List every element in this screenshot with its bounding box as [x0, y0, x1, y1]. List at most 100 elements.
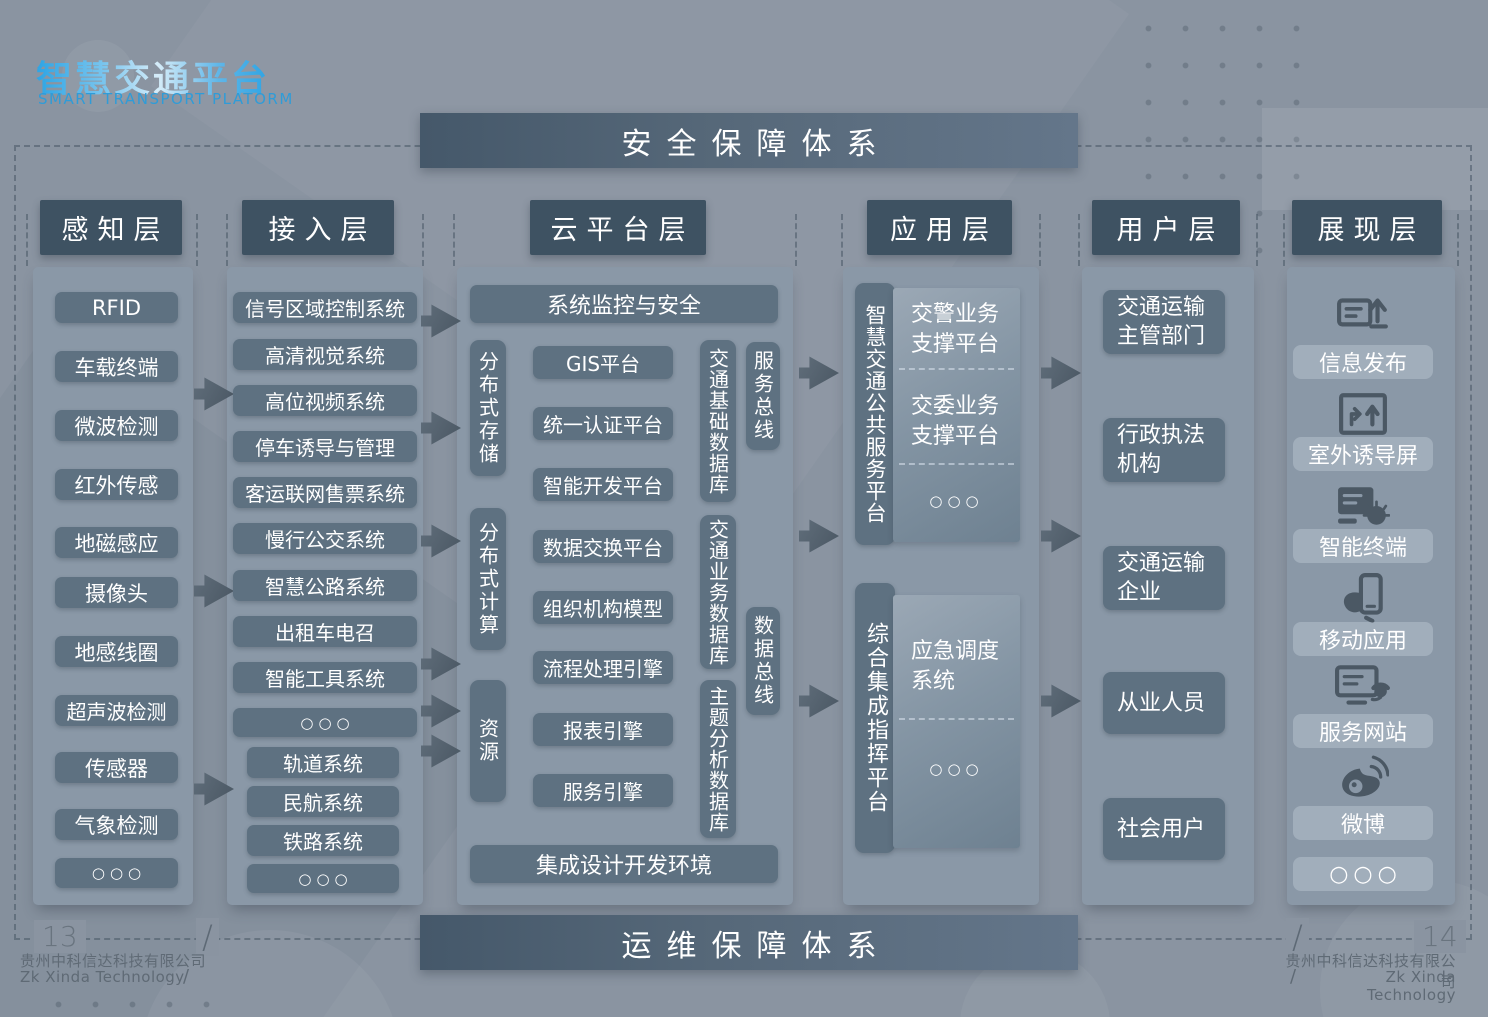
cloud-compute: 分布式计算 [470, 508, 506, 650]
access-item: 慢行公交系统 [233, 523, 417, 554]
access-more: ○○○ [233, 708, 417, 737]
dot-grid-pattern [40, 986, 220, 1016]
application-group1-item: 交委业务 支撑平台 [911, 394, 1000, 449]
cloud-db-base: 交通基础数据库 [700, 340, 736, 502]
perception-item: 地感线圈 [55, 636, 178, 667]
dashed-separator [899, 368, 1014, 370]
cloud-platform-item: 组织机构模型 [533, 591, 673, 624]
user-item: 交通运输 企业 [1103, 546, 1225, 610]
application-group1-more: ○○○ [929, 492, 984, 510]
slash-mark: / [196, 918, 219, 956]
dashed-separator [899, 463, 1014, 465]
publish-icon [1335, 288, 1391, 340]
security-system-bar: 安全保障体系 [420, 113, 1078, 168]
perception-item: 微波检测 [55, 410, 178, 441]
cloud-platform-item: 报表引擎 [533, 713, 673, 746]
cloud-platform-item: 数据交换平台 [533, 530, 673, 563]
cloud-db-biz: 交通业务数据库 [700, 515, 736, 669]
cloud-header: 云平台层 [530, 200, 706, 255]
access-sub-item: 民航系统 [247, 786, 399, 817]
application-group2-box: 应急调度 系统 ○○○ [893, 595, 1020, 848]
cloud-storage: 分布式存储 [470, 340, 506, 476]
company-name-en-left: Zk Xinda Technology [20, 968, 185, 986]
cloud-platform-item: GIS平台 [533, 346, 673, 379]
user-item: 行政执法 机构 [1103, 418, 1225, 482]
access-item: 高清视觉系统 [233, 339, 417, 370]
cloud-db-theme: 主题分析数据库 [700, 680, 736, 838]
guidance-screen-icon [1335, 390, 1391, 438]
slash-mark: / [1290, 966, 1297, 987]
dashed-guide [226, 214, 424, 266]
access-item: 客运联网售票系统 [233, 477, 417, 508]
smart-terminal-icon [1335, 481, 1391, 531]
perception-item: 车载终端 [55, 351, 178, 382]
cloud-ide: 集成设计开发环境 [470, 845, 778, 883]
presentation-panel [1287, 267, 1455, 905]
cloud-service-bus: 服务总线 [746, 342, 780, 450]
perception-item: 红外传感 [55, 469, 178, 500]
cloud-resource: 资源 [470, 680, 506, 802]
access-sub-more: ○○○ [247, 864, 399, 893]
dashed-guide [1078, 214, 1258, 266]
access-item: 智能工具系统 [233, 662, 417, 693]
access-item: 停车诱导与管理 [233, 431, 417, 462]
access-item: 出租车电召 [233, 616, 417, 647]
perception-item: 摄像头 [55, 577, 178, 608]
presentation-label: 服务网站 [1293, 714, 1433, 748]
presentation-label: 信息发布 [1293, 345, 1433, 379]
user-item: 社会用户 [1103, 798, 1225, 860]
cloud-platform-item: 智能开发平台 [533, 468, 673, 501]
dashed-guide [26, 214, 198, 266]
cloud-data-bus: 数据总线 [746, 607, 780, 715]
application-group2-more: ○○○ [929, 760, 984, 778]
access-item: 高位视频系统 [233, 385, 417, 416]
perception-item: 气象检测 [55, 809, 178, 840]
user-item: 从业人员 [1103, 672, 1225, 734]
application-group2-item: 应急调度 系统 [911, 639, 1000, 694]
presentation-header: 展现层 [1292, 200, 1442, 255]
perception-item: 传感器 [55, 752, 178, 783]
cloud-platform-item: 流程处理引擎 [533, 651, 673, 684]
dashed-guide [453, 214, 797, 266]
application-group2-label: 综合集成指挥平台 [855, 583, 895, 853]
slash-mark: / [1286, 918, 1309, 956]
cloud-platform-item: 服务引擎 [533, 774, 673, 807]
presentation-label: 室外诱导屏 [1293, 437, 1433, 471]
slash-mark: / [183, 966, 190, 987]
cloud-platform-item: 统一认证平台 [533, 407, 673, 440]
access-sub-item: 铁路系统 [247, 825, 399, 856]
access-item: 智慧公路系统 [233, 570, 417, 601]
cloud-monitor: 系统监控与安全 [470, 285, 778, 323]
application-header: 应用层 [867, 200, 1012, 255]
decor-circle [62, 40, 134, 112]
application-group1-box: 交警业务 支撑平台 交委业务 支撑平台 ○○○ [893, 288, 1020, 542]
presentation-more: ○○○ [1293, 857, 1433, 891]
perception-header: 感知层 [40, 200, 182, 255]
presentation-label: 移动应用 [1293, 622, 1433, 656]
weibo-icon [1335, 753, 1391, 803]
perception-item: RFID [55, 292, 178, 323]
operations-system-bar: 运维保障体系 [420, 915, 1078, 970]
user-header: 用户层 [1092, 200, 1240, 255]
application-group1-label: 智慧交通公共服务平台 [855, 283, 895, 545]
decor-rect [1262, 108, 1488, 210]
logo-title: 智慧交通平台 [36, 50, 270, 102]
presentation-label: 微博 [1293, 806, 1433, 840]
dashed-guide [1283, 214, 1459, 266]
mobile-app-icon [1335, 572, 1391, 624]
page-number-right: 14 [1414, 920, 1466, 953]
access-sub-item: 轨道系统 [247, 747, 399, 778]
logo-subtitle: SMART TRANSPORT PLATORM [38, 90, 294, 108]
dashed-separator [899, 718, 1014, 720]
perception-more: ○○○ [55, 858, 178, 888]
application-group1-item: 交警业务 支撑平台 [911, 302, 1000, 357]
perception-item: 地磁感应 [55, 527, 178, 558]
presentation-label: 智能终端 [1293, 529, 1433, 563]
company-name-zh-left: 贵州中科信达科技有限公司 [20, 952, 207, 970]
company-name-en-right: Zk Xinda Technology [1366, 968, 1456, 1004]
company-name-zh-right: 贵州中科信达科技有限公司 [1285, 952, 1456, 991]
access-header: 接入层 [242, 200, 394, 255]
service-website-icon [1335, 660, 1391, 714]
dashed-guide [841, 214, 1041, 266]
